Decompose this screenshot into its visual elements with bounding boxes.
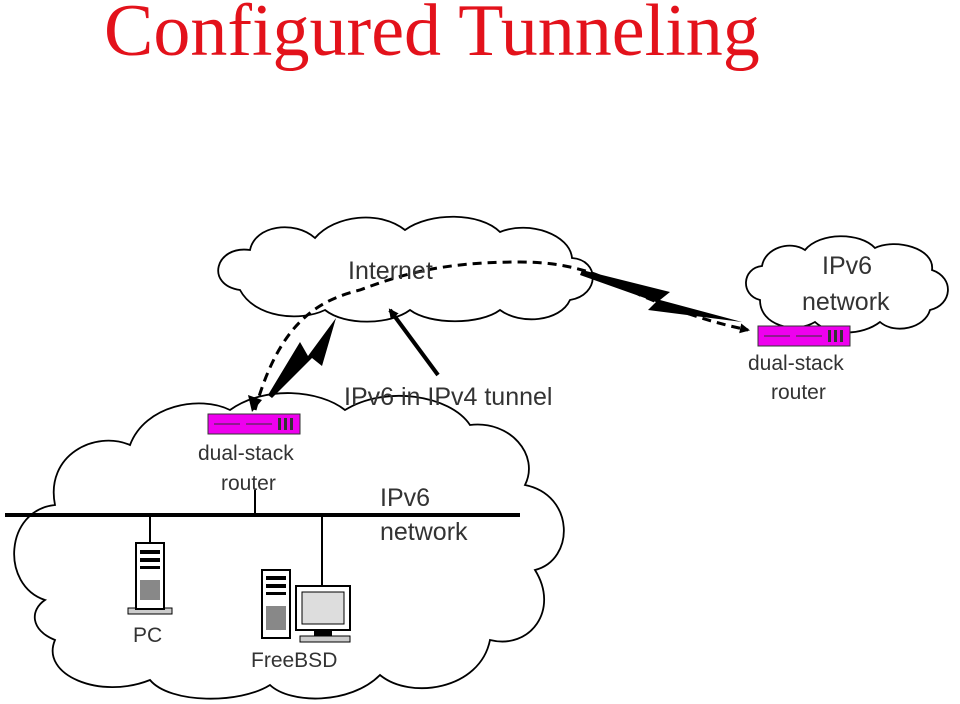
local-router-label-line1: dual-stack xyxy=(198,442,294,465)
remote-router-icon xyxy=(757,325,851,347)
internet-cloud xyxy=(217,215,594,323)
slide-title: Configured Tunneling xyxy=(104,0,760,72)
internet-label: Internet xyxy=(348,257,433,285)
remote-network-label-line1: IPv6 xyxy=(822,252,872,280)
remote-network-label-line2: network xyxy=(802,288,890,316)
freebsd-label: FreeBSD xyxy=(251,649,337,672)
local-ipv6-cloud xyxy=(13,392,565,700)
freebsd-workstation-icon xyxy=(261,569,351,643)
pc-label: PC xyxy=(133,624,162,647)
lightning-bolt-left-icon xyxy=(268,318,336,398)
remote-ipv6-cloud xyxy=(745,235,949,334)
lightning-bolt-right-icon xyxy=(580,270,742,322)
local-router-label-line2: router xyxy=(221,472,276,495)
remote-router-label-line2: router xyxy=(771,381,826,404)
local-network-label-line1: IPv6 xyxy=(380,484,430,512)
local-network-label-line2: network xyxy=(380,518,468,546)
pc-tower-icon xyxy=(127,542,173,615)
tunnel-start-arrow xyxy=(248,395,262,412)
tunnel-pointer-arrow xyxy=(388,308,440,377)
local-router-icon xyxy=(207,413,301,435)
remote-router-label-line1: dual-stack xyxy=(748,352,844,375)
tunnel-label: IPv6 in IPv4 tunnel xyxy=(344,383,552,411)
